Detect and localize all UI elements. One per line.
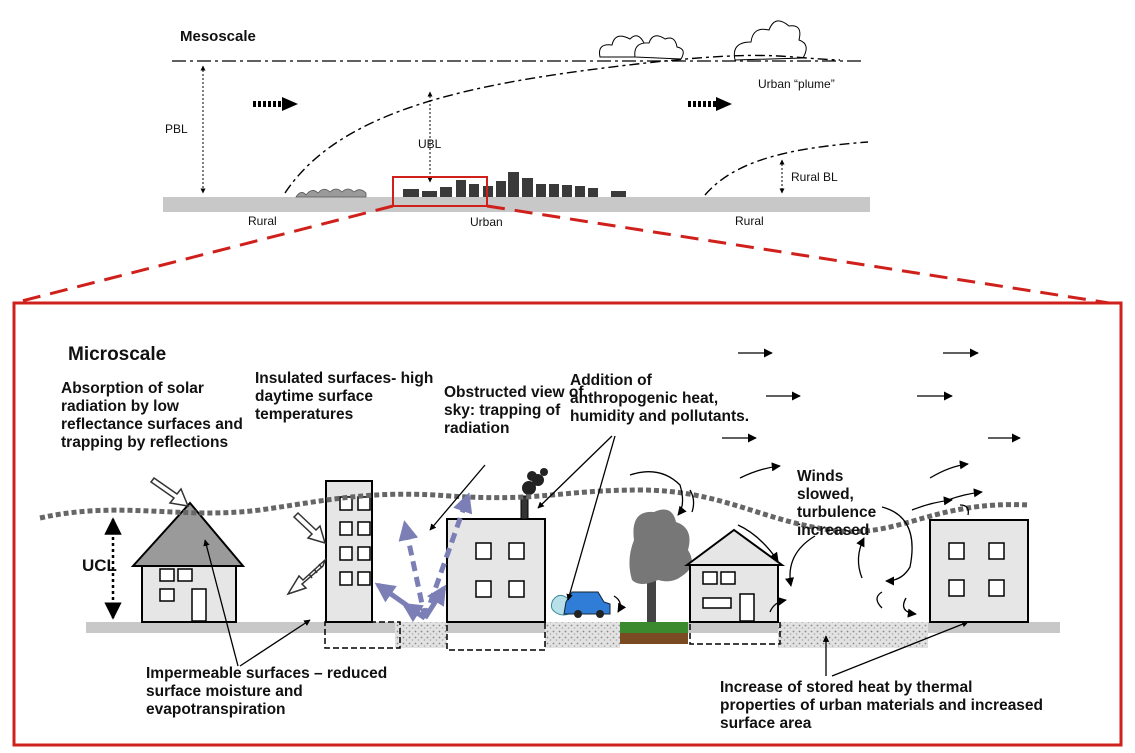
- ubl-label: UBL: [418, 137, 442, 151]
- mesoscale-title: Mesoscale: [180, 28, 256, 45]
- middle-building: [446, 468, 548, 623]
- rural-bl-label: Rural BL: [791, 170, 838, 184]
- impermeable-note: Impermeable surfaces – reduced surface m…: [146, 665, 388, 718]
- radiation-arrows: [374, 492, 473, 623]
- microscale-title: Microscale: [68, 344, 167, 365]
- wind-arrow-left: [253, 97, 298, 111]
- ucl-label: UCL: [82, 556, 117, 575]
- plume-label: Urban “plume”: [758, 77, 835, 91]
- ucl-wavy-line: [39, 487, 1031, 535]
- solar-arrow-building: [292, 511, 327, 545]
- gravel-1: [395, 622, 447, 648]
- tree: [629, 509, 692, 622]
- absorption-note: Absorption of solar radiation by low ref…: [61, 380, 243, 451]
- meso-ground: [163, 197, 870, 212]
- stored-heat-note: Increase of stored heat by thermal prope…: [720, 679, 1044, 732]
- obstructed-note: Obstructed view of sky: trapping of radi…: [444, 384, 584, 437]
- house-left: [130, 501, 246, 623]
- car: [550, 591, 611, 618]
- label-pointers: [203, 435, 969, 677]
- zoom-box: [392, 176, 488, 207]
- rural-left-label: Rural: [248, 214, 277, 228]
- wind-arrows: [613, 348, 1021, 618]
- reflected-arrow: [286, 557, 327, 596]
- rural-bl-curve: [704, 141, 869, 196]
- meso-city: [403, 172, 626, 197]
- insulated-note: Insulated surfaces- high daytime surface…: [255, 370, 434, 423]
- rural-right-label: Rural: [735, 214, 764, 228]
- meso-trees: [295, 188, 367, 198]
- pbl-label: PBL: [165, 122, 188, 136]
- wind-arrow-right: [688, 97, 732, 111]
- zoom-line-right: [486, 204, 1110, 305]
- cloud-medium: [634, 35, 684, 60]
- house-right: [683, 528, 786, 623]
- winds-note: Winds slowed, turbulence increased: [797, 468, 877, 539]
- gravel-3: [778, 622, 928, 648]
- mesoscale-panel: [163, 20, 870, 212]
- cloud-large: [733, 20, 807, 61]
- zoom-line-left: [13, 204, 394, 305]
- tall-building: [325, 480, 373, 623]
- gravel-2: [545, 622, 620, 648]
- right-building: [929, 519, 1029, 623]
- anthropogenic-note: Addition of anthropogenic heat, humidity…: [570, 372, 750, 425]
- solar-arrow-roof: [149, 476, 190, 507]
- urban-label: Urban: [470, 215, 503, 229]
- ubl-curve: [284, 54, 841, 194]
